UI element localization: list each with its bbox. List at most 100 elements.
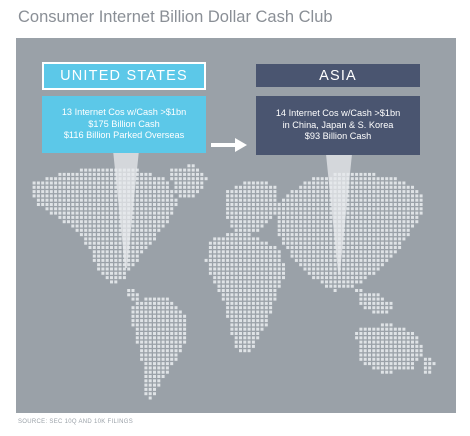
map-dot — [393, 203, 397, 206]
map-dot — [234, 310, 238, 314]
map-dot — [161, 215, 165, 219]
map-dot — [49, 185, 53, 189]
us-header: UNITED STATES — [42, 62, 206, 90]
map-dot — [226, 267, 230, 271]
map-dot — [135, 314, 139, 318]
map-dot — [54, 190, 58, 194]
map-dot — [230, 250, 234, 254]
map-dot — [256, 297, 260, 301]
map-dot — [148, 177, 152, 181]
map-dot — [230, 258, 234, 262]
map-dot — [290, 224, 294, 228]
map-dot — [415, 190, 419, 194]
map-dot — [239, 228, 242, 232]
map-dot — [88, 181, 92, 185]
map-dot — [161, 301, 165, 305]
map-dot — [260, 241, 264, 245]
map-dot — [114, 207, 118, 211]
map-dot — [243, 228, 247, 232]
map-dot — [299, 215, 303, 219]
map-dot — [368, 301, 371, 305]
map-dot — [359, 241, 363, 245]
map-dot — [97, 177, 101, 181]
map-dot — [140, 194, 144, 198]
map-dot — [135, 215, 139, 219]
map-dot — [88, 168, 92, 172]
map-dot — [148, 203, 152, 206]
map-dot — [389, 220, 393, 224]
map-dot — [135, 250, 139, 254]
map-dot — [393, 241, 397, 245]
map-dot — [282, 211, 285, 215]
map-dot — [355, 220, 359, 224]
map-dot — [178, 190, 182, 194]
map-dot — [355, 228, 359, 232]
map-dot — [269, 306, 273, 310]
map-dot — [251, 185, 255, 189]
map-dot — [97, 254, 101, 258]
map-dot — [363, 203, 367, 206]
map-dot — [144, 362, 148, 366]
map-dot — [105, 224, 109, 228]
map-dot — [110, 276, 113, 280]
map-dot — [247, 203, 251, 206]
map-dot — [183, 172, 187, 176]
map-dot — [312, 271, 316, 275]
map-dot — [320, 190, 324, 194]
map-dot — [79, 207, 83, 211]
map-dot — [329, 237, 333, 241]
map-dot — [144, 220, 148, 224]
map-dot — [148, 237, 152, 241]
map-dot — [75, 224, 79, 228]
map-dot — [243, 323, 247, 327]
map-dot — [325, 220, 328, 224]
map-dot — [260, 289, 264, 292]
map-dot — [170, 336, 174, 340]
map-dot — [256, 276, 260, 280]
map-dot — [230, 263, 234, 267]
map-dot — [402, 366, 406, 370]
map-dot — [372, 310, 376, 314]
map-dot — [325, 258, 328, 262]
map-dot — [260, 280, 264, 284]
map-dot — [45, 198, 49, 202]
map-dot — [234, 306, 238, 310]
map-dot — [247, 211, 251, 215]
map-dot — [247, 349, 251, 353]
map-dot — [355, 241, 359, 245]
map-dot — [239, 211, 242, 215]
map-dot — [325, 284, 328, 288]
map-dot — [359, 207, 363, 211]
map-dot — [363, 362, 367, 366]
map-dot — [148, 366, 152, 370]
map-dot — [350, 228, 354, 232]
map-dot — [294, 215, 298, 219]
map-dot — [251, 323, 255, 327]
map-dot — [398, 332, 402, 335]
map-dot — [363, 353, 367, 357]
map-dot — [165, 319, 169, 323]
map-dot — [165, 215, 169, 219]
map-dot — [299, 250, 303, 254]
map-dot — [320, 177, 324, 181]
map-dot — [363, 293, 367, 297]
map-dot — [363, 301, 367, 305]
map-dot — [312, 207, 316, 211]
map-dot — [368, 340, 371, 344]
map-dot — [411, 211, 414, 215]
map-dot — [325, 276, 328, 280]
map-dot — [230, 224, 234, 228]
map-dot — [432, 362, 436, 366]
map-dot — [174, 340, 178, 344]
map-dot — [183, 323, 187, 327]
map-dot — [178, 177, 182, 181]
map-dot — [114, 263, 118, 267]
map-dot — [144, 319, 148, 323]
map-dot — [350, 181, 354, 185]
map-dot — [312, 241, 316, 245]
map-dot — [380, 228, 384, 232]
map-dot — [153, 211, 156, 215]
map-dot — [118, 237, 122, 241]
map-dot — [363, 190, 367, 194]
map-dot — [368, 241, 371, 245]
